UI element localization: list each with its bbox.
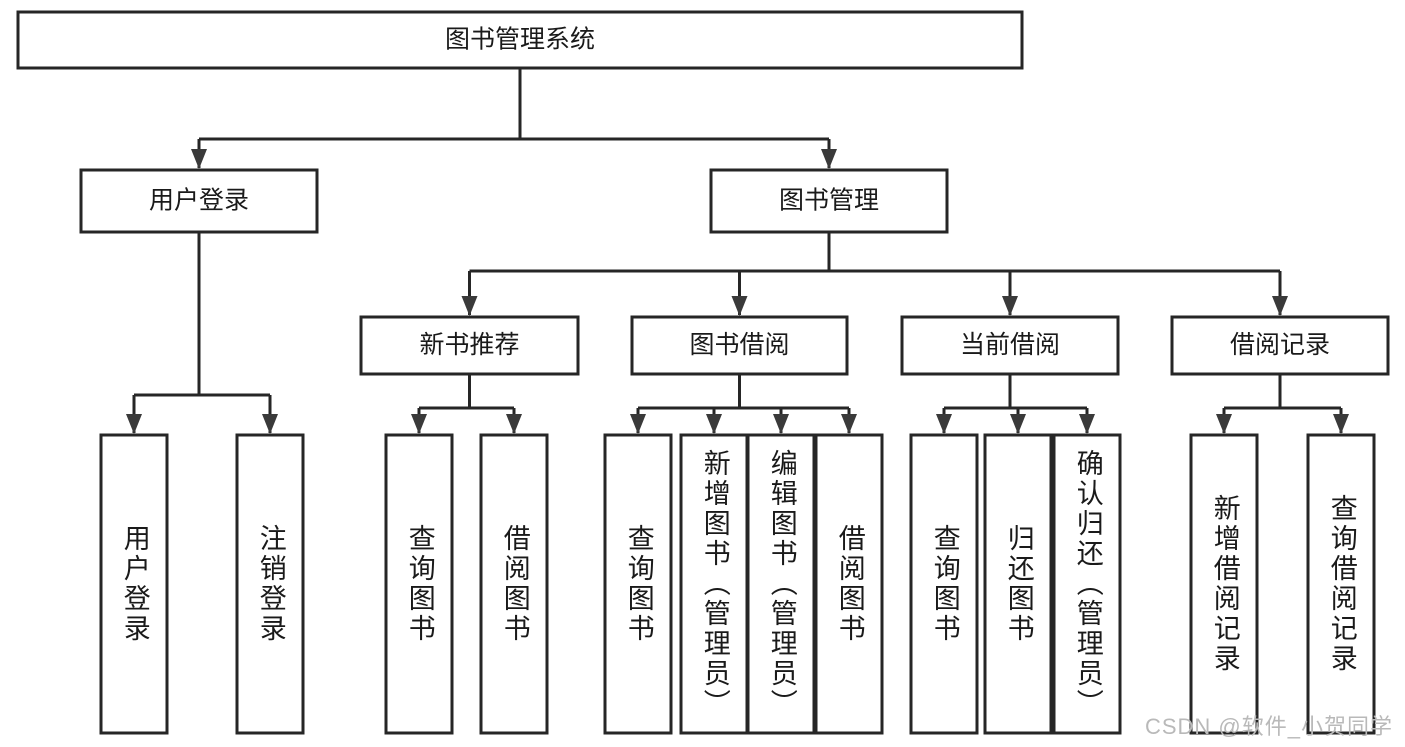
node-leaf-user-login-label: 用户登录 xyxy=(119,524,150,644)
node-leaf-return-book-box[interactable] xyxy=(983,433,1053,735)
arrow-head-icon xyxy=(706,414,722,434)
node-leaf-return-book-label: 归还图书 xyxy=(1003,524,1034,644)
node-leaf-borrow-book-1-box[interactable] xyxy=(479,433,549,735)
arrow-head-icon xyxy=(1002,296,1018,316)
arrow-head-icon xyxy=(262,414,278,434)
node-leaf-borrow-book-2-label: 借阅图书 xyxy=(834,524,865,644)
arrow-head-icon xyxy=(773,414,789,434)
node-leaf-query-book-1-label: 查询图书 xyxy=(404,524,435,644)
node-leaf-logout-label: 注销登录 xyxy=(255,524,286,644)
arrow-head-icon xyxy=(1272,296,1288,316)
node-current-borrow-box[interactable] xyxy=(900,315,1120,376)
node-current-borrow-label: 当前借阅 xyxy=(960,331,1060,359)
node-leaf-add-record-label: 新增借阅记录 xyxy=(1209,494,1240,674)
connectors-layer xyxy=(126,68,1349,434)
node-leaf-query-book-3-label: 查询图书 xyxy=(929,524,960,644)
node-leaf-query-book-3-box[interactable] xyxy=(909,433,979,735)
arrow-head-icon xyxy=(1010,414,1026,434)
arrow-head-icon xyxy=(841,414,857,434)
node-leaf-user-login-box[interactable] xyxy=(99,433,169,735)
node-root-label: 图书管理系统 xyxy=(445,26,595,54)
node-book-borrow-box[interactable] xyxy=(630,315,849,376)
node-book-management-box[interactable] xyxy=(709,168,949,234)
arrow-head-icon xyxy=(126,414,142,434)
arrow-head-icon xyxy=(191,149,207,169)
arrow-head-icon xyxy=(630,414,646,434)
node-borrow-record-label: 借阅记录 xyxy=(1230,331,1330,359)
node-new-book-recommend-label: 新书推荐 xyxy=(419,331,519,359)
arrow-head-icon xyxy=(411,414,427,434)
node-leaf-query-book-1-box[interactable] xyxy=(384,433,454,735)
node-leaf-add-record-box[interactable] xyxy=(1189,433,1259,735)
arrow-head-icon xyxy=(461,296,478,316)
node-leaf-borrow-book-2-box[interactable] xyxy=(814,433,884,735)
node-new-book-recommend-box[interactable] xyxy=(359,315,580,376)
node-leaf-borrow-book-1-label: 借阅图书 xyxy=(499,524,530,644)
arrow-head-icon xyxy=(1079,414,1095,434)
node-leaf-add-book-label: 新增图书（管理员） xyxy=(699,449,730,719)
node-leaf-add-book-box[interactable] xyxy=(679,433,749,735)
node-leaf-query-book-2-label: 查询图书 xyxy=(623,524,654,644)
node-book-borrow-label: 图书借阅 xyxy=(689,331,789,359)
node-root-box[interactable] xyxy=(16,10,1024,70)
node-borrow-record-box[interactable] xyxy=(1170,315,1390,376)
node-user-login-label: 用户登录 xyxy=(149,187,249,215)
node-leaf-query-book-2-box[interactable] xyxy=(603,433,673,735)
node-leaf-confirm-return-label: 确认归还（管理员） xyxy=(1072,449,1103,719)
node-leaf-query-record-label: 查询借阅记录 xyxy=(1326,494,1357,674)
node-user-login-box[interactable] xyxy=(79,168,319,234)
arrow-head-icon xyxy=(731,296,748,316)
node-leaf-logout-box[interactable] xyxy=(235,433,305,735)
arrow-head-icon xyxy=(936,414,952,434)
arrow-head-icon xyxy=(506,414,522,434)
arrow-head-icon xyxy=(821,149,837,169)
boxes-layer xyxy=(16,10,1390,735)
node-leaf-confirm-return-box[interactable] xyxy=(1052,433,1122,735)
node-book-management-label: 图书管理 xyxy=(779,187,879,215)
node-leaf-edit-book-box[interactable] xyxy=(746,433,816,735)
arrow-head-icon xyxy=(1216,414,1232,434)
watermark-text: CSDN @软件_小贺同学 xyxy=(1144,714,1393,739)
arrow-head-icon xyxy=(1333,414,1349,434)
node-leaf-query-record-box[interactable] xyxy=(1306,433,1376,735)
node-leaf-edit-book-label: 编辑图书（管理员） xyxy=(766,449,797,719)
